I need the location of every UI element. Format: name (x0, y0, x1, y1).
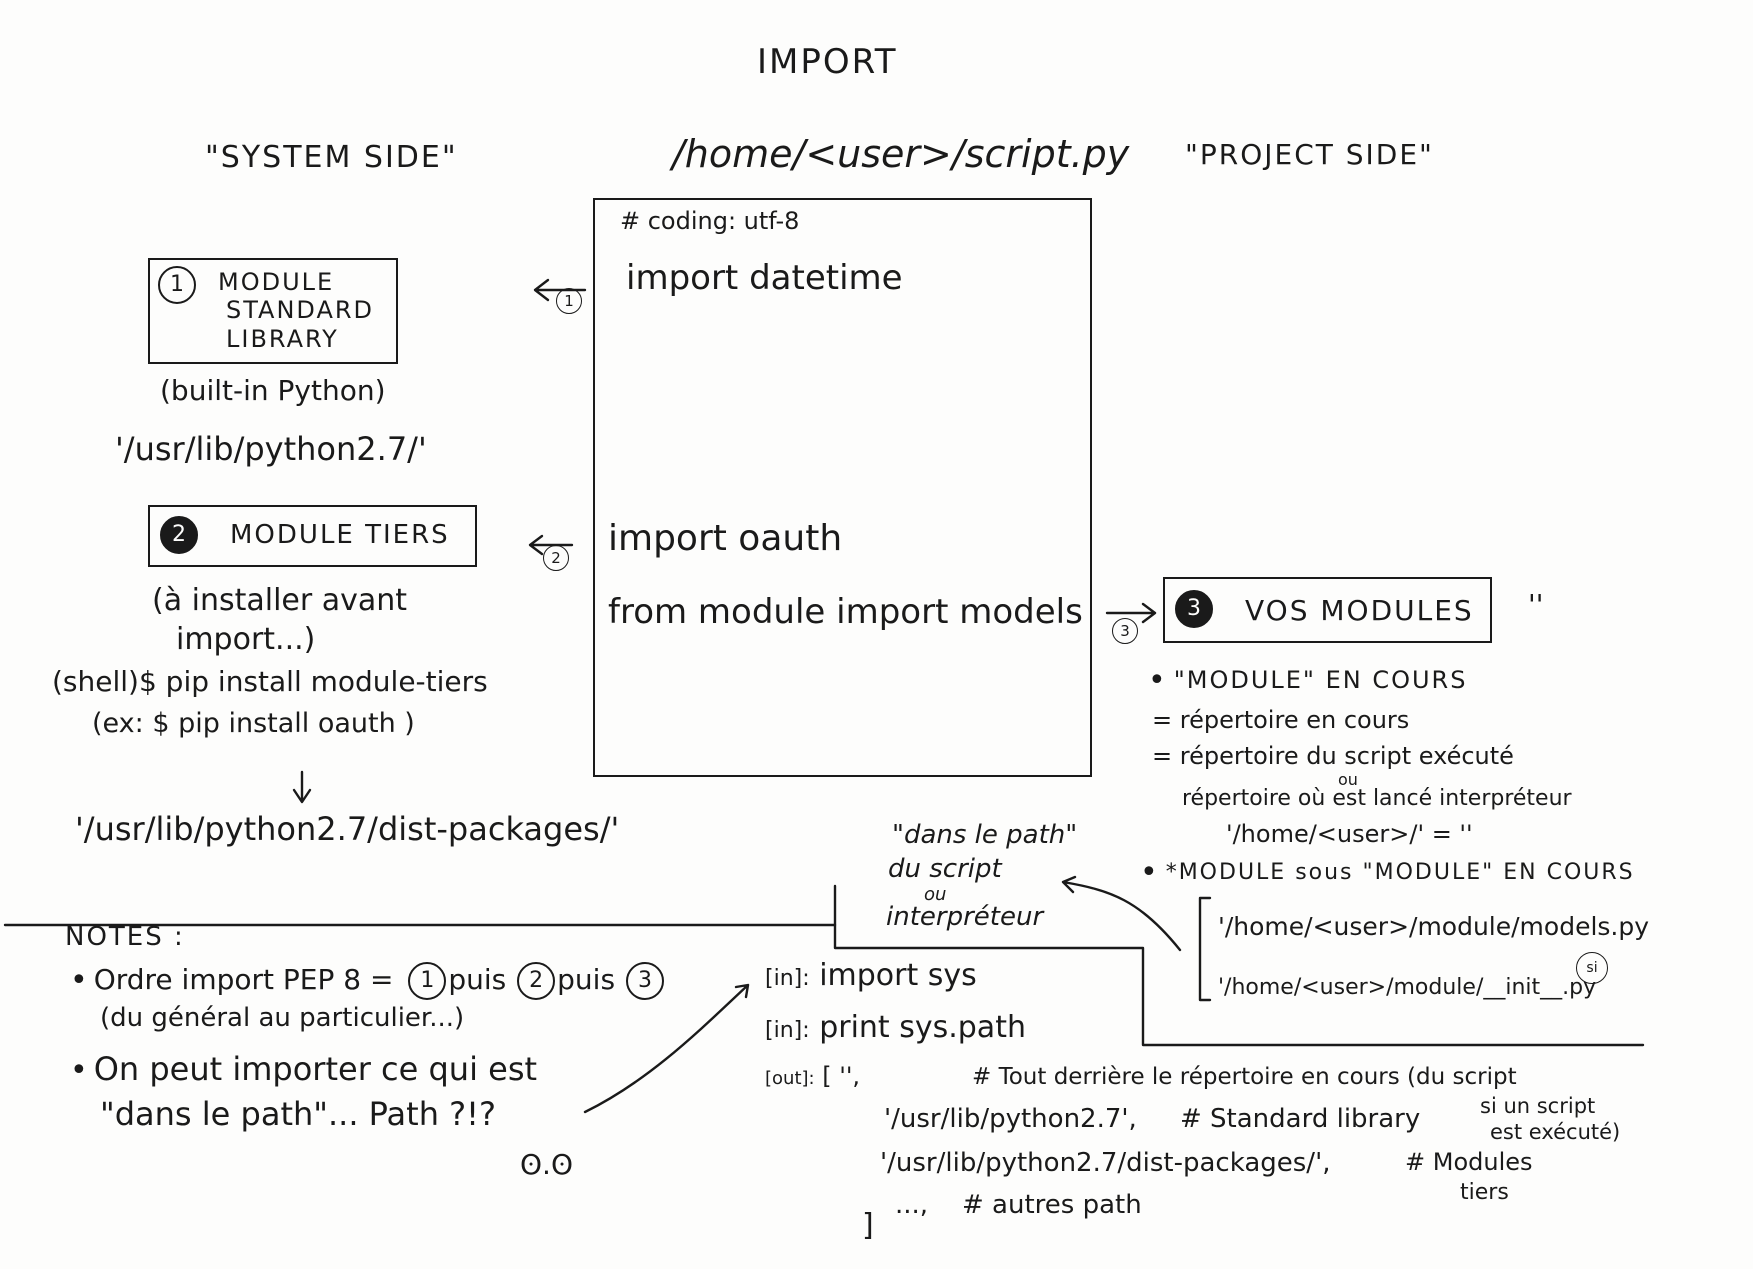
module2-path: '/usr/lib/python2.7/dist-packages/' (75, 810, 620, 848)
script-box (593, 198, 1092, 777)
console-out-prompt: [out]: (765, 1068, 815, 1089)
bullet2-si: si (1576, 952, 1608, 984)
notes-item2-line1-text: On peut importer ce qui est (93, 1050, 538, 1088)
bullet2-title: •*MODULE sous "MODULE" EN COURS (1140, 858, 1635, 888)
arrow-notes-to-console (583, 983, 750, 1114)
bullet1-line1: = répertoire en cours (1152, 706, 1410, 734)
console-in2: [in]: print sys.path (765, 1010, 1026, 1045)
arrow-num-3: 3 (1112, 618, 1138, 644)
module1-label-line3: LIBRARY (226, 325, 339, 353)
console-out-line2: '/usr/lib/python2.7', (884, 1104, 1137, 1134)
console-out-line1: [ '', (822, 1062, 861, 1090)
bullet2-si-circle: si (1576, 952, 1608, 984)
page-title: IMPORT (757, 42, 898, 82)
arrow-num-1-circle: 1 (556, 288, 582, 314)
module2-note-line1: (à installer avant (152, 583, 408, 618)
arrow-num-2: 2 (543, 545, 569, 571)
bullet2-line1: '/home/<user>/module/models.py (1218, 912, 1650, 941)
bullet1-title: •"MODULE" EN COURS (1148, 666, 1468, 696)
console-in1-prompt: [in]: (765, 966, 810, 991)
arrow-num-1: 1 (556, 288, 582, 314)
notes-item1-n2: 2 (517, 962, 556, 1000)
console-out-close: ] (862, 1208, 874, 1243)
bullet1-title-text: "MODULE" EN COURS (1173, 666, 1468, 694)
notes-face: ʘ.ʘ (520, 1148, 573, 1181)
script-path-header: /home/<user>/script.py (672, 132, 1130, 176)
console-out-line3: '/usr/lib/python2.7/dist-packages/', (880, 1148, 1331, 1178)
console-in2-code: print sys.path (819, 1010, 1026, 1045)
console-out-comment4: # autres path (962, 1190, 1142, 1220)
bullet1-line3: répertoire où est lancé interpréteur (1182, 786, 1572, 811)
notes-item1-n3: 3 (625, 962, 664, 1000)
module1-label-line2: STANDARD (226, 296, 375, 324)
console-in1-code: import sys (819, 958, 977, 993)
bullet1-dot: • (1148, 663, 1168, 698)
notes-item1-n1: 1 (408, 962, 447, 1000)
arrow-to-path-note (1061, 875, 1182, 952)
console-out-comment3a: # Modules (1405, 1148, 1533, 1176)
path-note-line2: du script (888, 854, 1002, 884)
bullet2-line2: '/home/<user>/module/__init__.py (1218, 975, 1597, 1000)
script-coding-line: # coding: utf-8 (620, 207, 800, 235)
arrow-num-3-circle: 3 (1112, 618, 1138, 644)
bullet1-line4: '/home/<user>/' = '' (1226, 820, 1473, 848)
bullet1-or: ou (1338, 770, 1358, 789)
module3-label: VOS MODULES (1245, 594, 1474, 627)
module3-number-circle: 3 (1175, 590, 1213, 628)
path-note-line4: interpréteur (886, 902, 1044, 932)
module1-number-circle: 1 (158, 266, 196, 304)
notes-item1-prefix: Ordre import PEP 8 = (93, 963, 394, 996)
path-note-line3: ou (924, 884, 947, 905)
console-out1: [out]: [ '', (765, 1062, 860, 1090)
bullet2-bracket (1198, 896, 1212, 1002)
module1-note: (built-in Python) (160, 374, 386, 407)
module2-note-line2: import...) (176, 622, 316, 657)
notes-item1-sub: (du général au particulier...) (100, 1003, 465, 1033)
module3-box (1163, 577, 1492, 643)
module2-pip-example: (ex: $ pip install oauth ) (92, 708, 415, 739)
module2-pip-command: (shell)$ pip install module-tiers (52, 665, 488, 698)
system-side-header: "SYSTEM SIDE" (205, 140, 458, 175)
arrow-down-pip (292, 770, 312, 804)
console-out-comment1b: si un script (1480, 1094, 1596, 1118)
module1-number: 1 (158, 266, 206, 304)
console-out-comment2: # Standard library (1180, 1104, 1421, 1134)
notes-heading: NOTES : (65, 922, 185, 952)
script-import-datetime: import datetime (626, 258, 903, 298)
console-out-comment3b: tiers (1460, 1180, 1509, 1205)
project-side-header: "PROJECT SIDE" (1185, 138, 1434, 171)
module1-box (148, 258, 398, 364)
console-out-comment1: # Tout derrière le répertoire en cours (… (972, 1064, 1517, 1090)
notes-item1-puis2: puis (557, 963, 616, 996)
module2-label: MODULE TIERS (230, 520, 450, 550)
module2-number: 2 (160, 516, 208, 554)
console-out-comment1c: est exécuté) (1490, 1120, 1621, 1144)
console-out-line4: ..., (895, 1190, 929, 1220)
bullet1-line2: = répertoire du script exécuté (1152, 742, 1514, 770)
module3-number: 3 (1175, 590, 1223, 628)
console-in2-prompt: [in]: (765, 1018, 810, 1043)
notes-item1-dot: • (70, 963, 88, 998)
notes-item2-dot: • (70, 1053, 88, 1088)
bullet2-title-text: *MODULE sous "MODULE" EN COURS (1165, 860, 1635, 885)
path-note-line1: "dans le path" (892, 820, 1078, 850)
arrow-num-2-circle: 2 (543, 545, 569, 571)
module1-path: '/usr/lib/python2.7/' (115, 430, 427, 468)
module1-label-line1: MODULE (218, 268, 335, 296)
console-in1: [in]: import sys (765, 958, 977, 993)
module3-quote: '' (1528, 588, 1544, 621)
module2-box (148, 505, 477, 567)
notes-item2-line1: •On peut importer ce qui est (70, 1050, 537, 1088)
notes-item2-line2: "dans le path"... Path ?!? (100, 1095, 496, 1133)
bullet2-dot: • (1140, 855, 1160, 890)
module2-number-circle: 2 (160, 516, 198, 554)
script-from-module: from module import models (608, 592, 1083, 632)
notes-item1-puis1: puis (448, 963, 507, 996)
script-import-oauth: import oauth (608, 518, 843, 559)
